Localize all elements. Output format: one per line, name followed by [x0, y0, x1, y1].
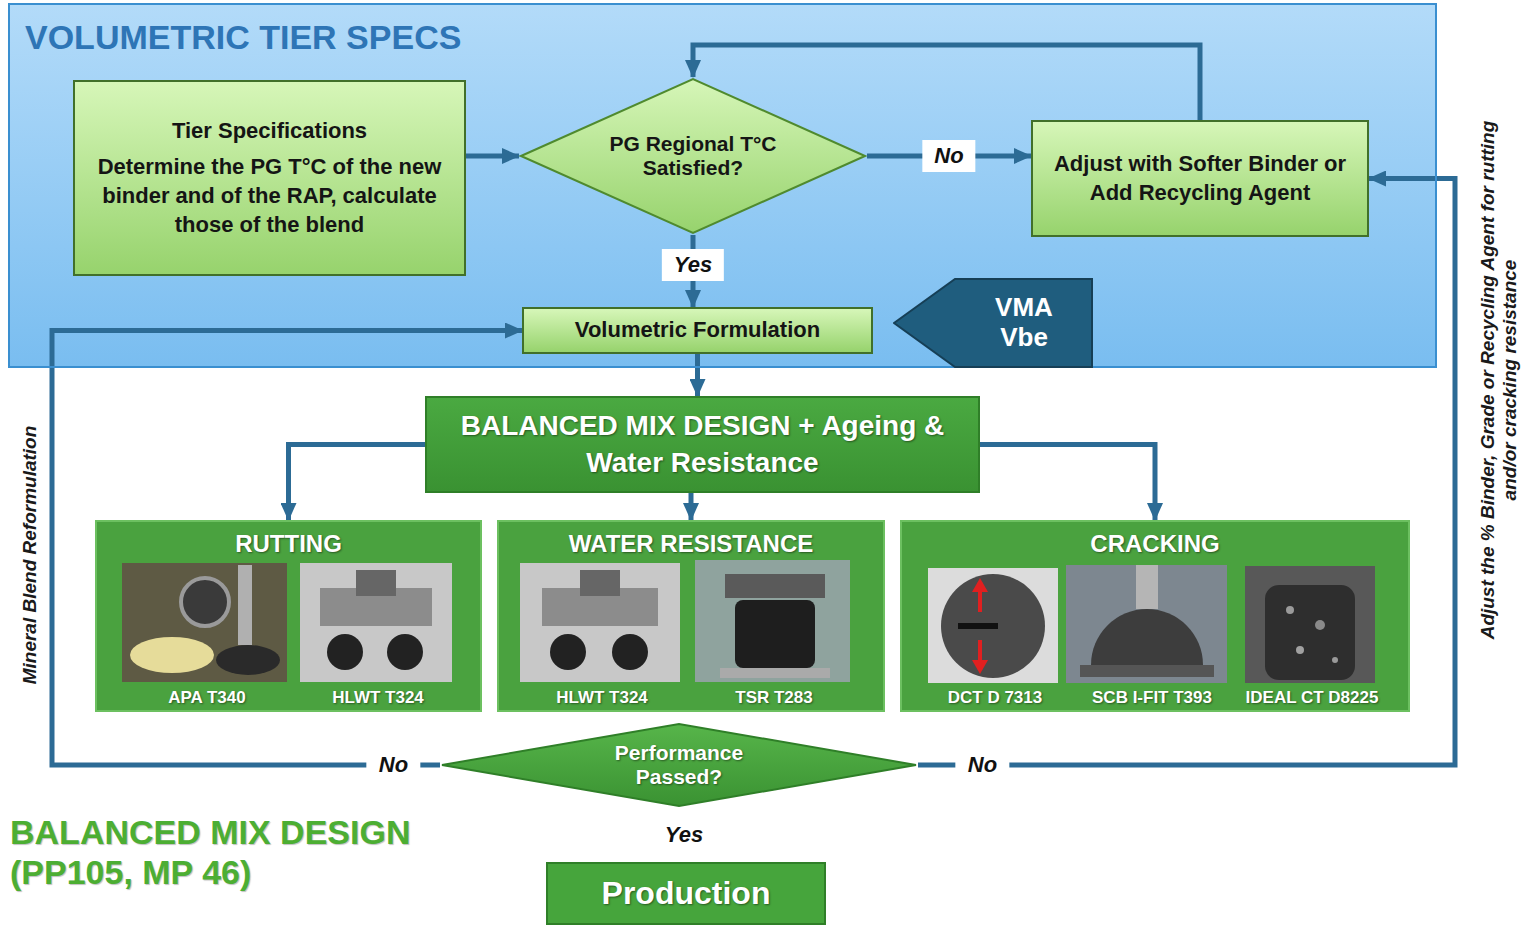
panel-heading: WATER RESISTANCE [499, 528, 883, 559]
test-caption: DCT D 7313 [915, 687, 1075, 709]
machine [356, 570, 396, 596]
specimen [941, 574, 1045, 678]
section-title: VOLUMETRIC TIER SPECS [25, 15, 461, 59]
connector-arrow [980, 445, 1155, 521]
connector-arrow [289, 445, 426, 521]
sample [612, 634, 648, 670]
dct-photo [928, 568, 1058, 683]
test-panel: RUTTING APA T340 HLWT T324 [95, 520, 482, 712]
figure-heading: BALANCED MIX DESIGN (PP105, MP 46) [10, 812, 540, 892]
band-fill [8, 3, 1437, 368]
connector-arrow [466, 154, 519, 159]
aggregate [1315, 620, 1325, 630]
photo-ground [122, 563, 287, 682]
sample [387, 634, 423, 670]
wheel [181, 578, 229, 626]
input-arrow: VMA Vbe [893, 278, 1093, 368]
panel-fill [900, 520, 1410, 712]
diamond-shape [521, 79, 865, 233]
box-heading: BALANCED MIX DESIGN + Ageing & Water Res… [443, 408, 962, 481]
side-note: Adjust the % Binder, Grade or Recycling … [1477, 120, 1521, 640]
loading-rod [1136, 565, 1158, 609]
photo-ground [695, 560, 850, 682]
decision-diamond: Performance Passed? [440, 722, 918, 808]
specimen [1265, 585, 1355, 680]
specimen [1091, 609, 1203, 665]
panel-fill [497, 520, 885, 712]
aggregate [1296, 646, 1304, 654]
arrow-shape [894, 279, 1092, 367]
test-caption: APA T340 [127, 687, 287, 709]
branch-label: Yes [665, 822, 703, 848]
loading-head [725, 574, 825, 598]
process-box: Volumetric Formulation [522, 307, 873, 354]
box-heading: Adjust with Softer Binder or Add Recycli… [1047, 150, 1353, 207]
machine [580, 570, 620, 596]
process-box: Adjust with Softer Binder or Add Recycli… [1031, 120, 1369, 237]
edge-label: Yes [662, 249, 724, 281]
support [1080, 665, 1214, 677]
photo-ground [928, 568, 1058, 683]
connector-arrow [689, 493, 694, 520]
test-panel: CRACKING DCT D 7313SCB I-FIT T393IDEAL CT… [900, 520, 1410, 712]
force-arrow [978, 640, 982, 662]
force-arrow [978, 590, 982, 612]
box-heading: Volumetric Formulation [575, 316, 820, 345]
arrow-outline [893, 278, 1093, 368]
panel-fill [95, 520, 482, 712]
test-caption: HLWT T324 [522, 687, 682, 709]
sample [327, 634, 363, 670]
edge-label: No [922, 140, 975, 172]
ideal-ct-photo [1245, 566, 1375, 683]
tsr-photo [695, 560, 850, 682]
connector-arrow [693, 45, 1200, 120]
edge-label: No [367, 749, 420, 781]
edge-label: No [956, 749, 1009, 781]
test-caption: TSR T283 [694, 687, 854, 709]
sample [550, 634, 586, 670]
arm [238, 565, 252, 645]
test-caption: SCB I-FIT T393 [1072, 687, 1232, 709]
connector-arrow [918, 179, 1455, 766]
aggregate [1332, 657, 1338, 663]
box-heading: Tier Specifications [172, 117, 367, 146]
photo-ground [300, 563, 452, 682]
section-band: VOLUMETRIC TIER SPECS Tier Specifications… [8, 3, 1437, 368]
sample [216, 645, 280, 675]
stage-box: BALANCED MIX DESIGN + Ageing & Water Res… [425, 396, 980, 493]
decision-text: Performance Passed? [579, 741, 779, 789]
decision-diamond: PG Regional T°C Satisfied? [519, 77, 867, 235]
hlwt-photo [520, 563, 680, 682]
box-heading: Production [602, 874, 771, 912]
photo-ground [1245, 566, 1375, 683]
terminal-box: Production [546, 862, 826, 925]
panel-heading: RUTTING [97, 528, 480, 559]
apa-photo [122, 563, 287, 682]
panel-heading: CRACKING [902, 528, 1408, 559]
test-caption: IDEAL CT D8225 [1232, 687, 1392, 709]
base-plate [720, 668, 830, 678]
test-caption: HLWT T324 [298, 687, 458, 709]
scb-photo [1066, 565, 1227, 683]
process-box: Tier SpecificationsDetermine the PG T°C … [73, 80, 466, 276]
force-arrow [972, 660, 988, 674]
decision-text: PG Regional T°C Satisfied? [578, 132, 808, 180]
aggregate [1286, 606, 1294, 614]
box-text: Determine the PG T°C of the new binder a… [89, 153, 450, 239]
notch [958, 623, 998, 629]
test-panel: WATER RESISTANCE HLWT T324 TSR T283 [497, 520, 885, 712]
hlwt-photo [300, 563, 452, 682]
sample [130, 637, 214, 673]
photo-ground [520, 563, 680, 682]
photo-ground [1066, 565, 1227, 683]
side-note: Mineral Blend Reformulation [19, 395, 41, 715]
arrow-text: VMA Vbe [979, 293, 1069, 353]
specimen [735, 600, 815, 668]
force-arrow [972, 578, 988, 592]
diamond-shape [442, 724, 916, 806]
connector-arrow [695, 354, 700, 396]
